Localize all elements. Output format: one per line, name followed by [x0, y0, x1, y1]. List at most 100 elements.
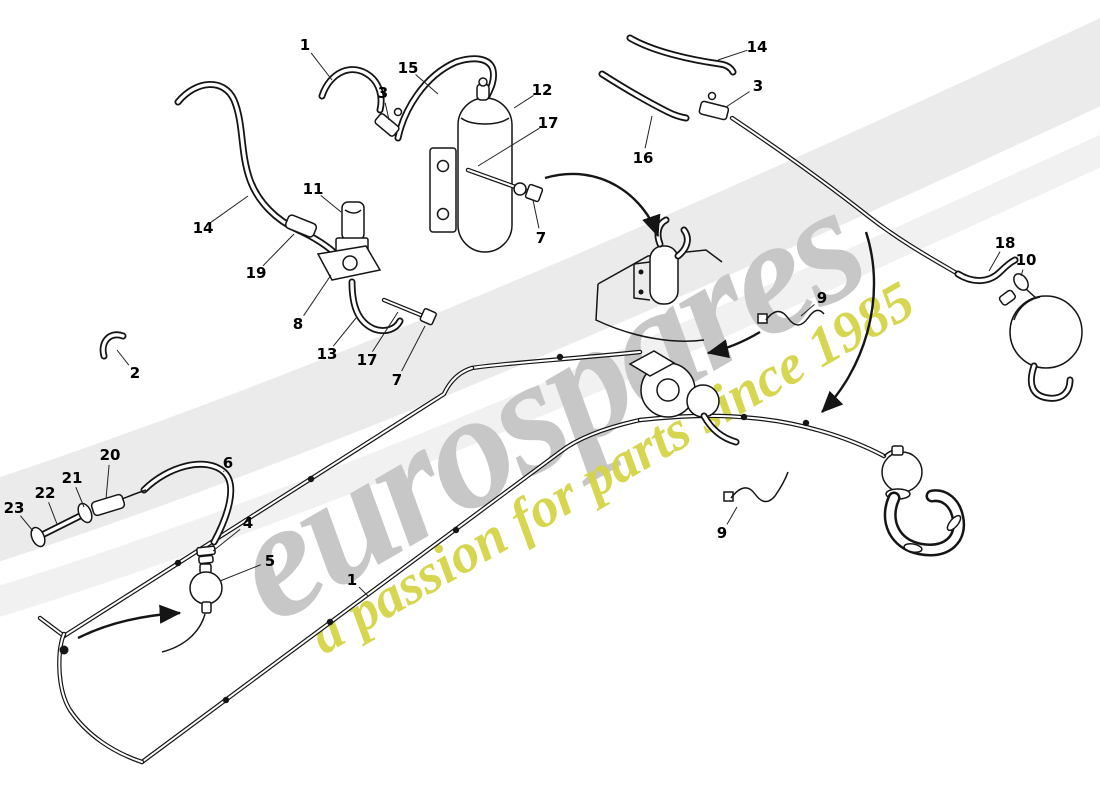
callout-leader [212, 528, 241, 552]
callout-leader [210, 195, 249, 223]
callout-label: 2 [129, 364, 141, 382]
elbow-hose-2 [99, 331, 127, 360]
fitting-4 [196, 545, 216, 565]
callout-leader [800, 304, 815, 317]
hose-clamp-10 [1013, 273, 1037, 299]
center-bracket-assembly [595, 216, 723, 342]
hose-14-right [626, 34, 737, 76]
callout-leader [415, 74, 439, 95]
callout-label: 18 [994, 234, 1016, 252]
connector-3-right [698, 91, 730, 121]
callout-label: 3 [752, 77, 764, 95]
arrow-to-pipe-junction [821, 231, 876, 413]
connector-3-left [374, 107, 403, 137]
callout-leader [1020, 269, 1024, 277]
inline-connector-19 [284, 214, 318, 238]
callout-label: 6 [222, 454, 234, 472]
vacuum-pipe-1 [37, 349, 643, 765]
vacuum-line-9-upper [757, 309, 825, 326]
swoosh-curve-secondary [0, 134, 1100, 617]
arrow-to-center-assembly [544, 172, 661, 238]
callout-leader [219, 564, 261, 582]
hose-22 [40, 512, 84, 538]
hose-16 [598, 70, 690, 122]
hose-15 [394, 55, 497, 142]
callout-leader [303, 274, 332, 316]
callout-leader [477, 127, 540, 167]
callout-label: 5 [264, 552, 276, 570]
clamp-23 [30, 526, 46, 548]
hose-1-top [318, 66, 385, 114]
callout-leader [105, 464, 110, 500]
callout-label: 22 [34, 484, 56, 502]
callout-label: 17 [537, 114, 559, 132]
callout-label: 13 [316, 345, 338, 363]
vacuum-line-9-lower [723, 471, 789, 503]
callout-leader [384, 102, 390, 121]
clamp-21 [77, 502, 93, 524]
arrow-to-check-valve [77, 604, 182, 640]
arrow-to-turbo [706, 330, 761, 359]
callout-leader [725, 91, 750, 108]
vacuum-pipe-right [729, 115, 961, 277]
callout-leader [644, 115, 653, 149]
hose-13 [348, 278, 404, 335]
callout-leader [320, 194, 342, 213]
callout-leader [332, 317, 357, 347]
callout-label: 14 [746, 38, 768, 56]
callout-label: 4 [242, 514, 254, 532]
callout-leaders [19, 49, 1024, 597]
swoosh-curve-main [0, 18, 1100, 562]
callout-label: 1 [346, 571, 358, 589]
callout-label: 7 [535, 229, 547, 247]
callout-label: 8 [292, 315, 304, 333]
callout-leader [726, 506, 738, 525]
callout-leader [19, 515, 34, 532]
callout-label: 23 [3, 499, 25, 517]
callout-label: 12 [531, 81, 553, 99]
vacuum-actuator [998, 289, 1083, 402]
callout-label: 14 [192, 219, 214, 237]
callout-leader [48, 502, 58, 525]
callout-label: 11 [302, 180, 324, 198]
callout-leader [116, 349, 130, 366]
callout-leader [310, 52, 333, 81]
callout-leader [75, 487, 85, 508]
hose-18 [954, 256, 1019, 284]
callout-label: 16 [632, 149, 654, 167]
callout-leader [358, 586, 369, 597]
callout-label: 7 [391, 371, 403, 389]
bolt-17-lower [381, 297, 437, 326]
turbocharger [628, 350, 740, 446]
callout-leader [532, 199, 540, 229]
callout-label: 21 [61, 469, 83, 487]
bolt-7-upper [465, 167, 544, 203]
callout-leader [513, 94, 534, 109]
vacuum-pipe-lower-right [637, 413, 887, 459]
check-valve-5 [161, 563, 223, 653]
callout-leader [717, 49, 748, 61]
callout-leader [372, 311, 399, 352]
callout-label: 15 [397, 59, 419, 77]
actuator-lower-right [881, 445, 923, 500]
callout-leader [262, 233, 295, 267]
callout-label: 9 [816, 289, 828, 307]
mounting-bracket-17 [429, 147, 457, 233]
solenoid-valve-11-8 [316, 201, 382, 281]
intake-hose-lower-right [883, 489, 966, 557]
callout-label: 9 [716, 524, 728, 542]
callout-leader [401, 325, 426, 372]
callout-label: 17 [356, 351, 378, 369]
callout-label: 19 [245, 264, 267, 282]
flow-arrows [77, 172, 876, 640]
callout-label: 20 [99, 446, 121, 464]
callout-label: 1 [299, 36, 311, 54]
hose-6 [140, 460, 235, 546]
callout-leader [988, 251, 1001, 272]
fitting-20 [90, 489, 147, 517]
callout-label: 3 [377, 84, 389, 102]
vacuum-reservoir-12 [457, 77, 513, 253]
